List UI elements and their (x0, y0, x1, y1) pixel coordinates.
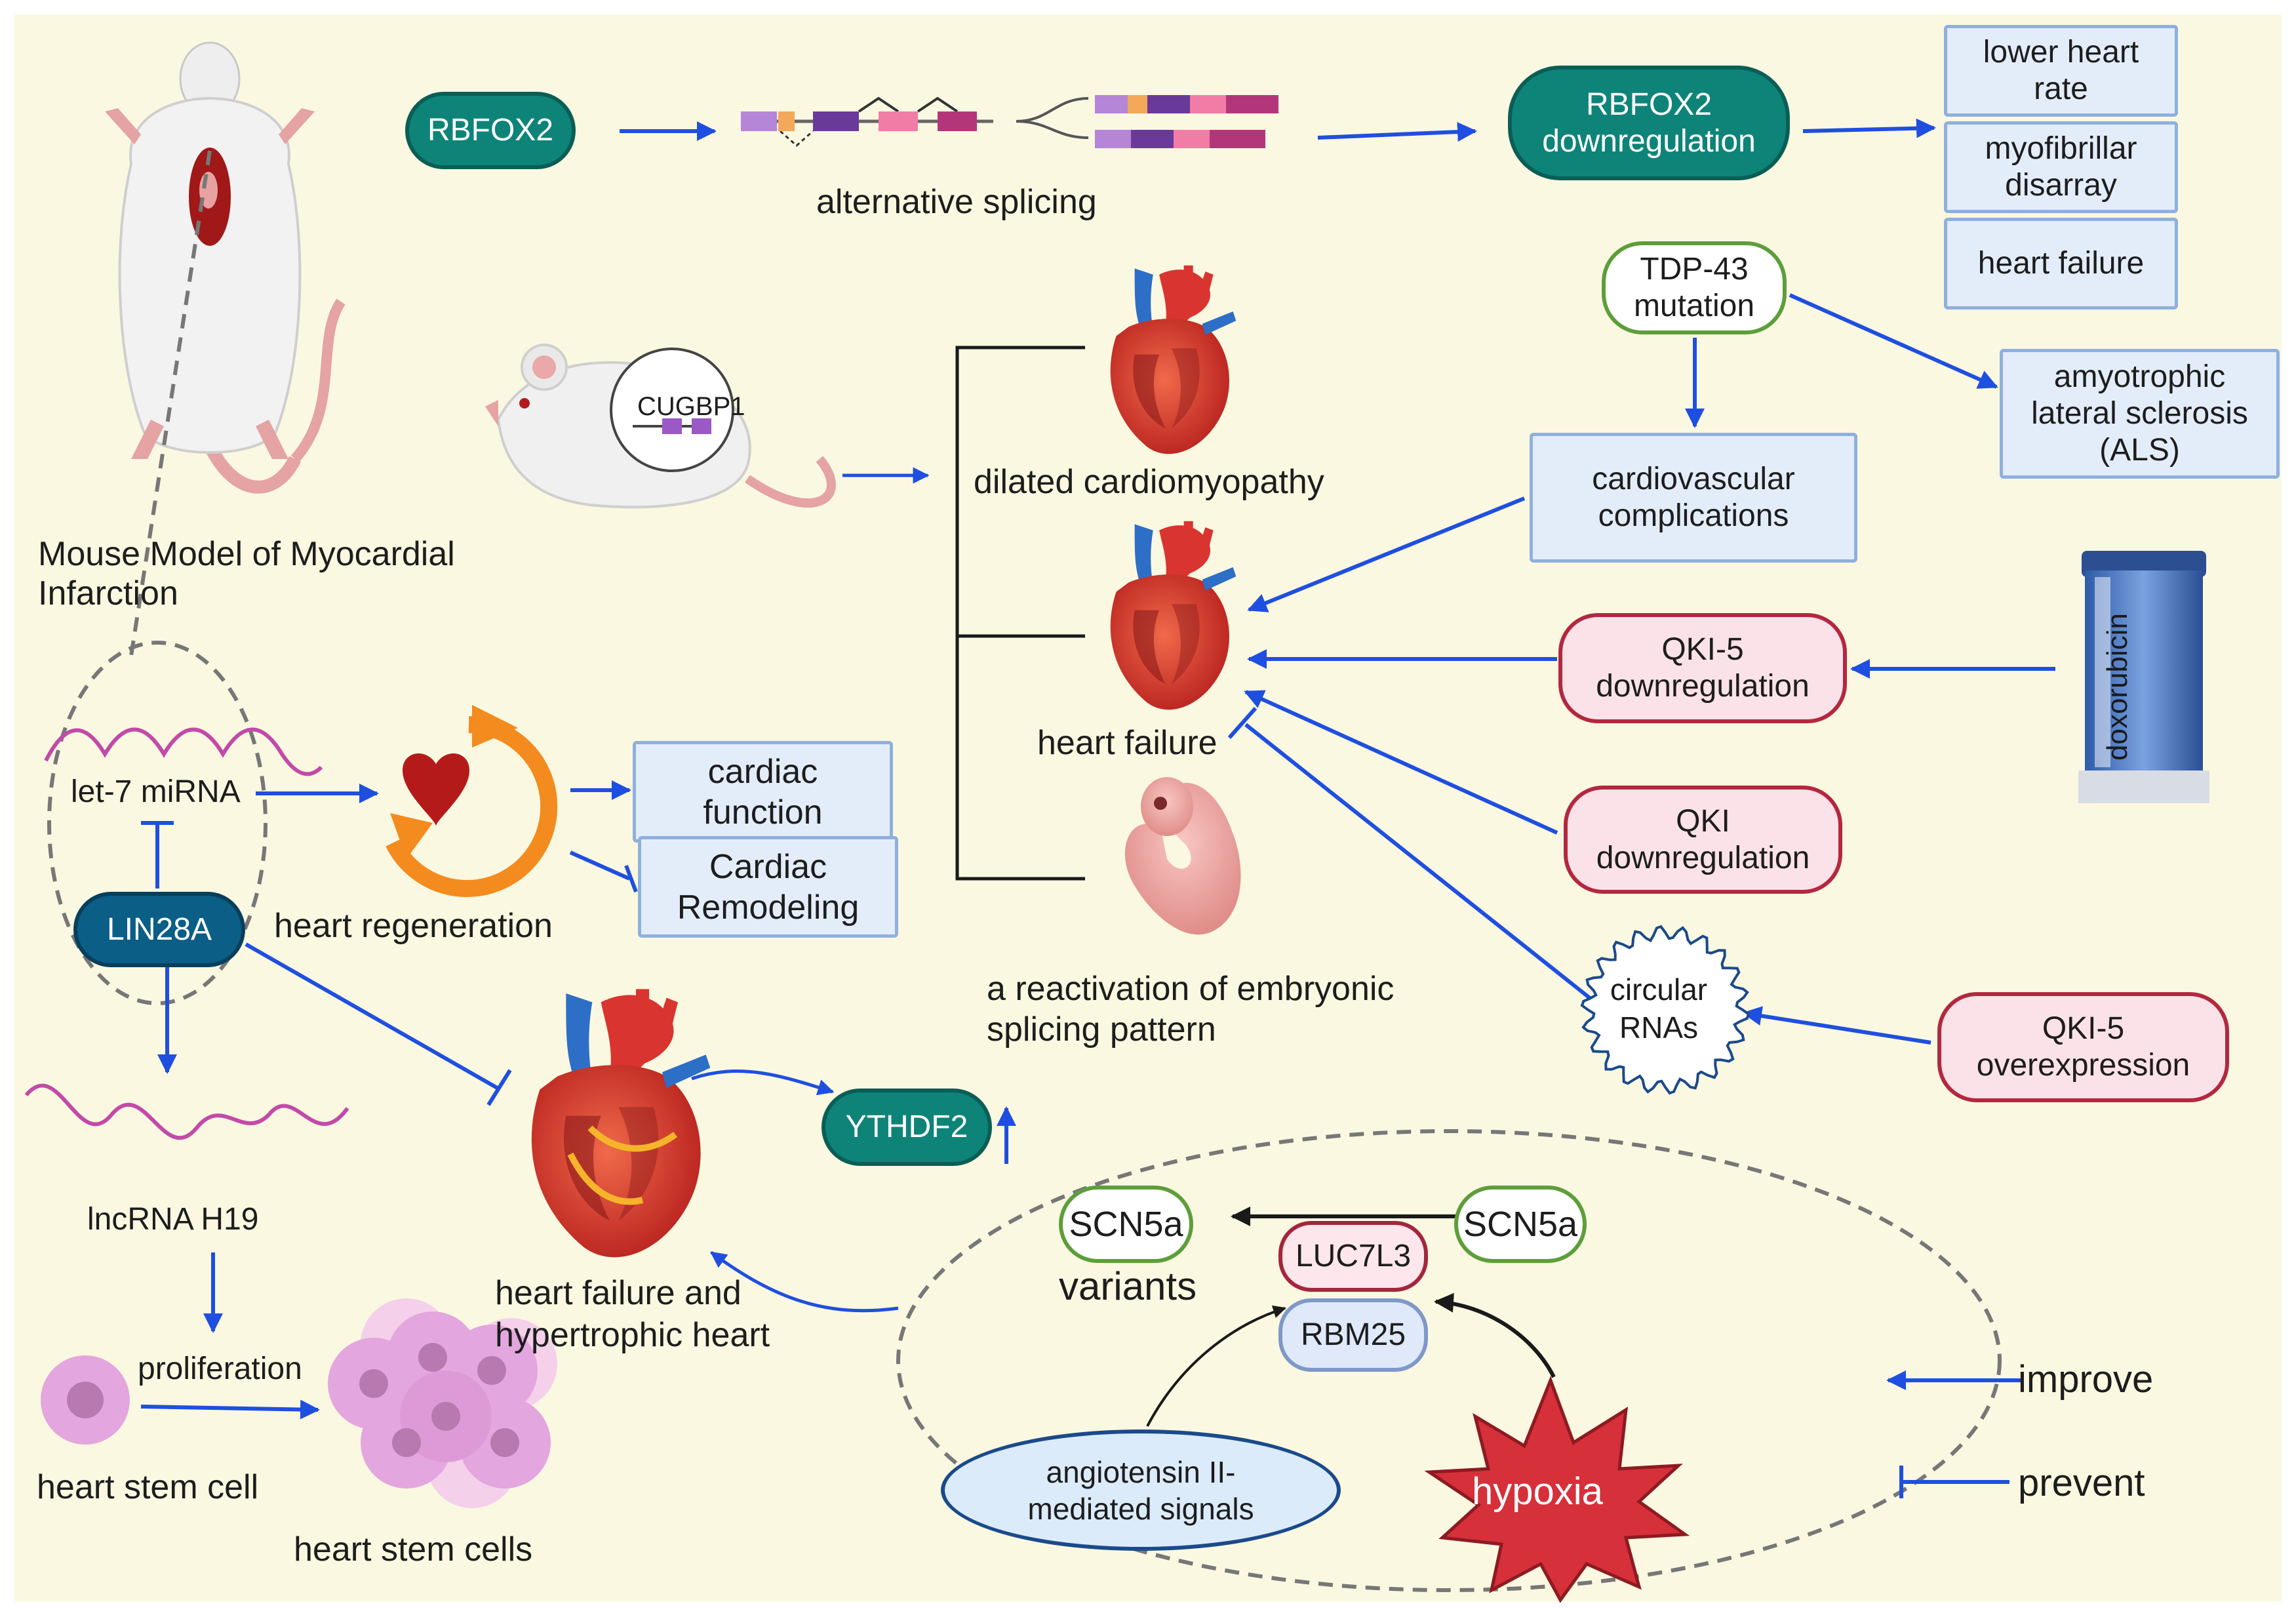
cardiovascular-complications-node: cardiovascular complications (1530, 433, 1857, 563)
alternative-splicing-label: alternative splicing (816, 183, 1097, 221)
rbfox2-downregulation-node: RBFOX2 downregulation (1508, 66, 1790, 180)
legend-prevent-label: prevent (2018, 1462, 2145, 1504)
myofibrillar-disarray-node: myofibrillar disarray (1944, 121, 2178, 213)
lower-heart-rate-node: lower heart rate (1944, 25, 2178, 117)
heart-failure-box-node: heart failure (1944, 218, 2178, 310)
lncrna-h19-strand (24, 1083, 349, 1140)
dilated-cardiomyopathy-heart (1110, 265, 1237, 454)
mouse-model-label: Mouse Model of Myocardial Infarction (38, 535, 455, 612)
mouse-cugbp1-illustration (485, 344, 836, 509)
rat-illustration (105, 41, 346, 494)
let7-mirna-strand (44, 727, 323, 776)
heart-stem-cell-label: heart stem cell (37, 1468, 259, 1506)
cardiac-remodeling-node: Cardiac Remodeling (638, 836, 898, 938)
hypoxia-starburst (1424, 1376, 1690, 1603)
heart-stem-cell-icon (41, 1355, 130, 1445)
rbm25-node: RBM25 (1278, 1298, 1428, 1372)
splicing-transcript-graphic (741, 95, 1278, 148)
heart-failure-hypertrophic-label: heart failure and hypertrophic heart (495, 1274, 770, 1354)
heart-regeneration-cycle-icon (386, 705, 558, 897)
hypoxia-label: hypoxia (1472, 1470, 1603, 1513)
let7-mirna-label: let-7 miRNA (71, 774, 241, 809)
lncrna-h19-label: lncRNA H19 (87, 1202, 259, 1237)
cugbp1-label: CUGBP1 (637, 392, 745, 421)
heart-failure-heart (1110, 521, 1237, 710)
rbfox2-node: RBFOX2 (405, 92, 576, 169)
qki5-downregulation-node: QKI-5 downregulation (1558, 613, 1847, 723)
heart-regeneration-label: heart regeneration (274, 907, 553, 945)
luc7l3-node: LUC7L3 (1278, 1221, 1428, 1292)
cardiac-function-node: cardiac function (633, 741, 893, 843)
scn5a-regulation-region (896, 1129, 2002, 1592)
dilated-cardiomyopathy-label: dilated cardiomyopathy (974, 463, 1324, 501)
legend-improve-label: improve (2018, 1358, 2154, 1401)
doxorubicin-label: doxorubicin (2101, 612, 2133, 761)
als-node: amyotrophic lateral sclerosis (ALS) (2000, 349, 2280, 479)
heart-failure-center-label: heart failure (1037, 724, 1217, 762)
angiotensin-signals-node: angiotensin II-mediated signals (941, 1429, 1341, 1551)
tdp43-mutation-node: TDP-43 mutation (1602, 241, 1787, 334)
circular-rnas-shape (1580, 925, 1751, 1095)
lin28a-let7-dashed-region (47, 641, 267, 1005)
proliferation-label: proliferation (138, 1351, 302, 1386)
embryo-illustration (1124, 777, 1241, 935)
reactivation-label: a reactivation of embryonic splicing pat… (987, 970, 1395, 1049)
circular-rnas-label: circular RNAs (1610, 972, 1708, 1045)
hypertrophic-heart-illustration (531, 989, 711, 1258)
scn5a-variant-node: SCN5a (1059, 1186, 1193, 1263)
ythdf2-node: YTHDF2 (821, 1089, 992, 1166)
lin28a-node: LIN28A (73, 892, 245, 967)
heart-stem-cells-cluster-icon (328, 1298, 557, 1508)
variants-label: variants (1059, 1264, 1197, 1308)
qki-downregulation-node: QKI downregulation (1564, 786, 1842, 894)
heart-stem-cells-label: heart stem cells (294, 1530, 533, 1569)
qki5-overexpression-node: QKI-5 overexpression (1937, 992, 2229, 1102)
scn5a-right-node: SCN5a (1454, 1186, 1587, 1263)
doxorubicin-vial-icon (2078, 551, 2209, 803)
